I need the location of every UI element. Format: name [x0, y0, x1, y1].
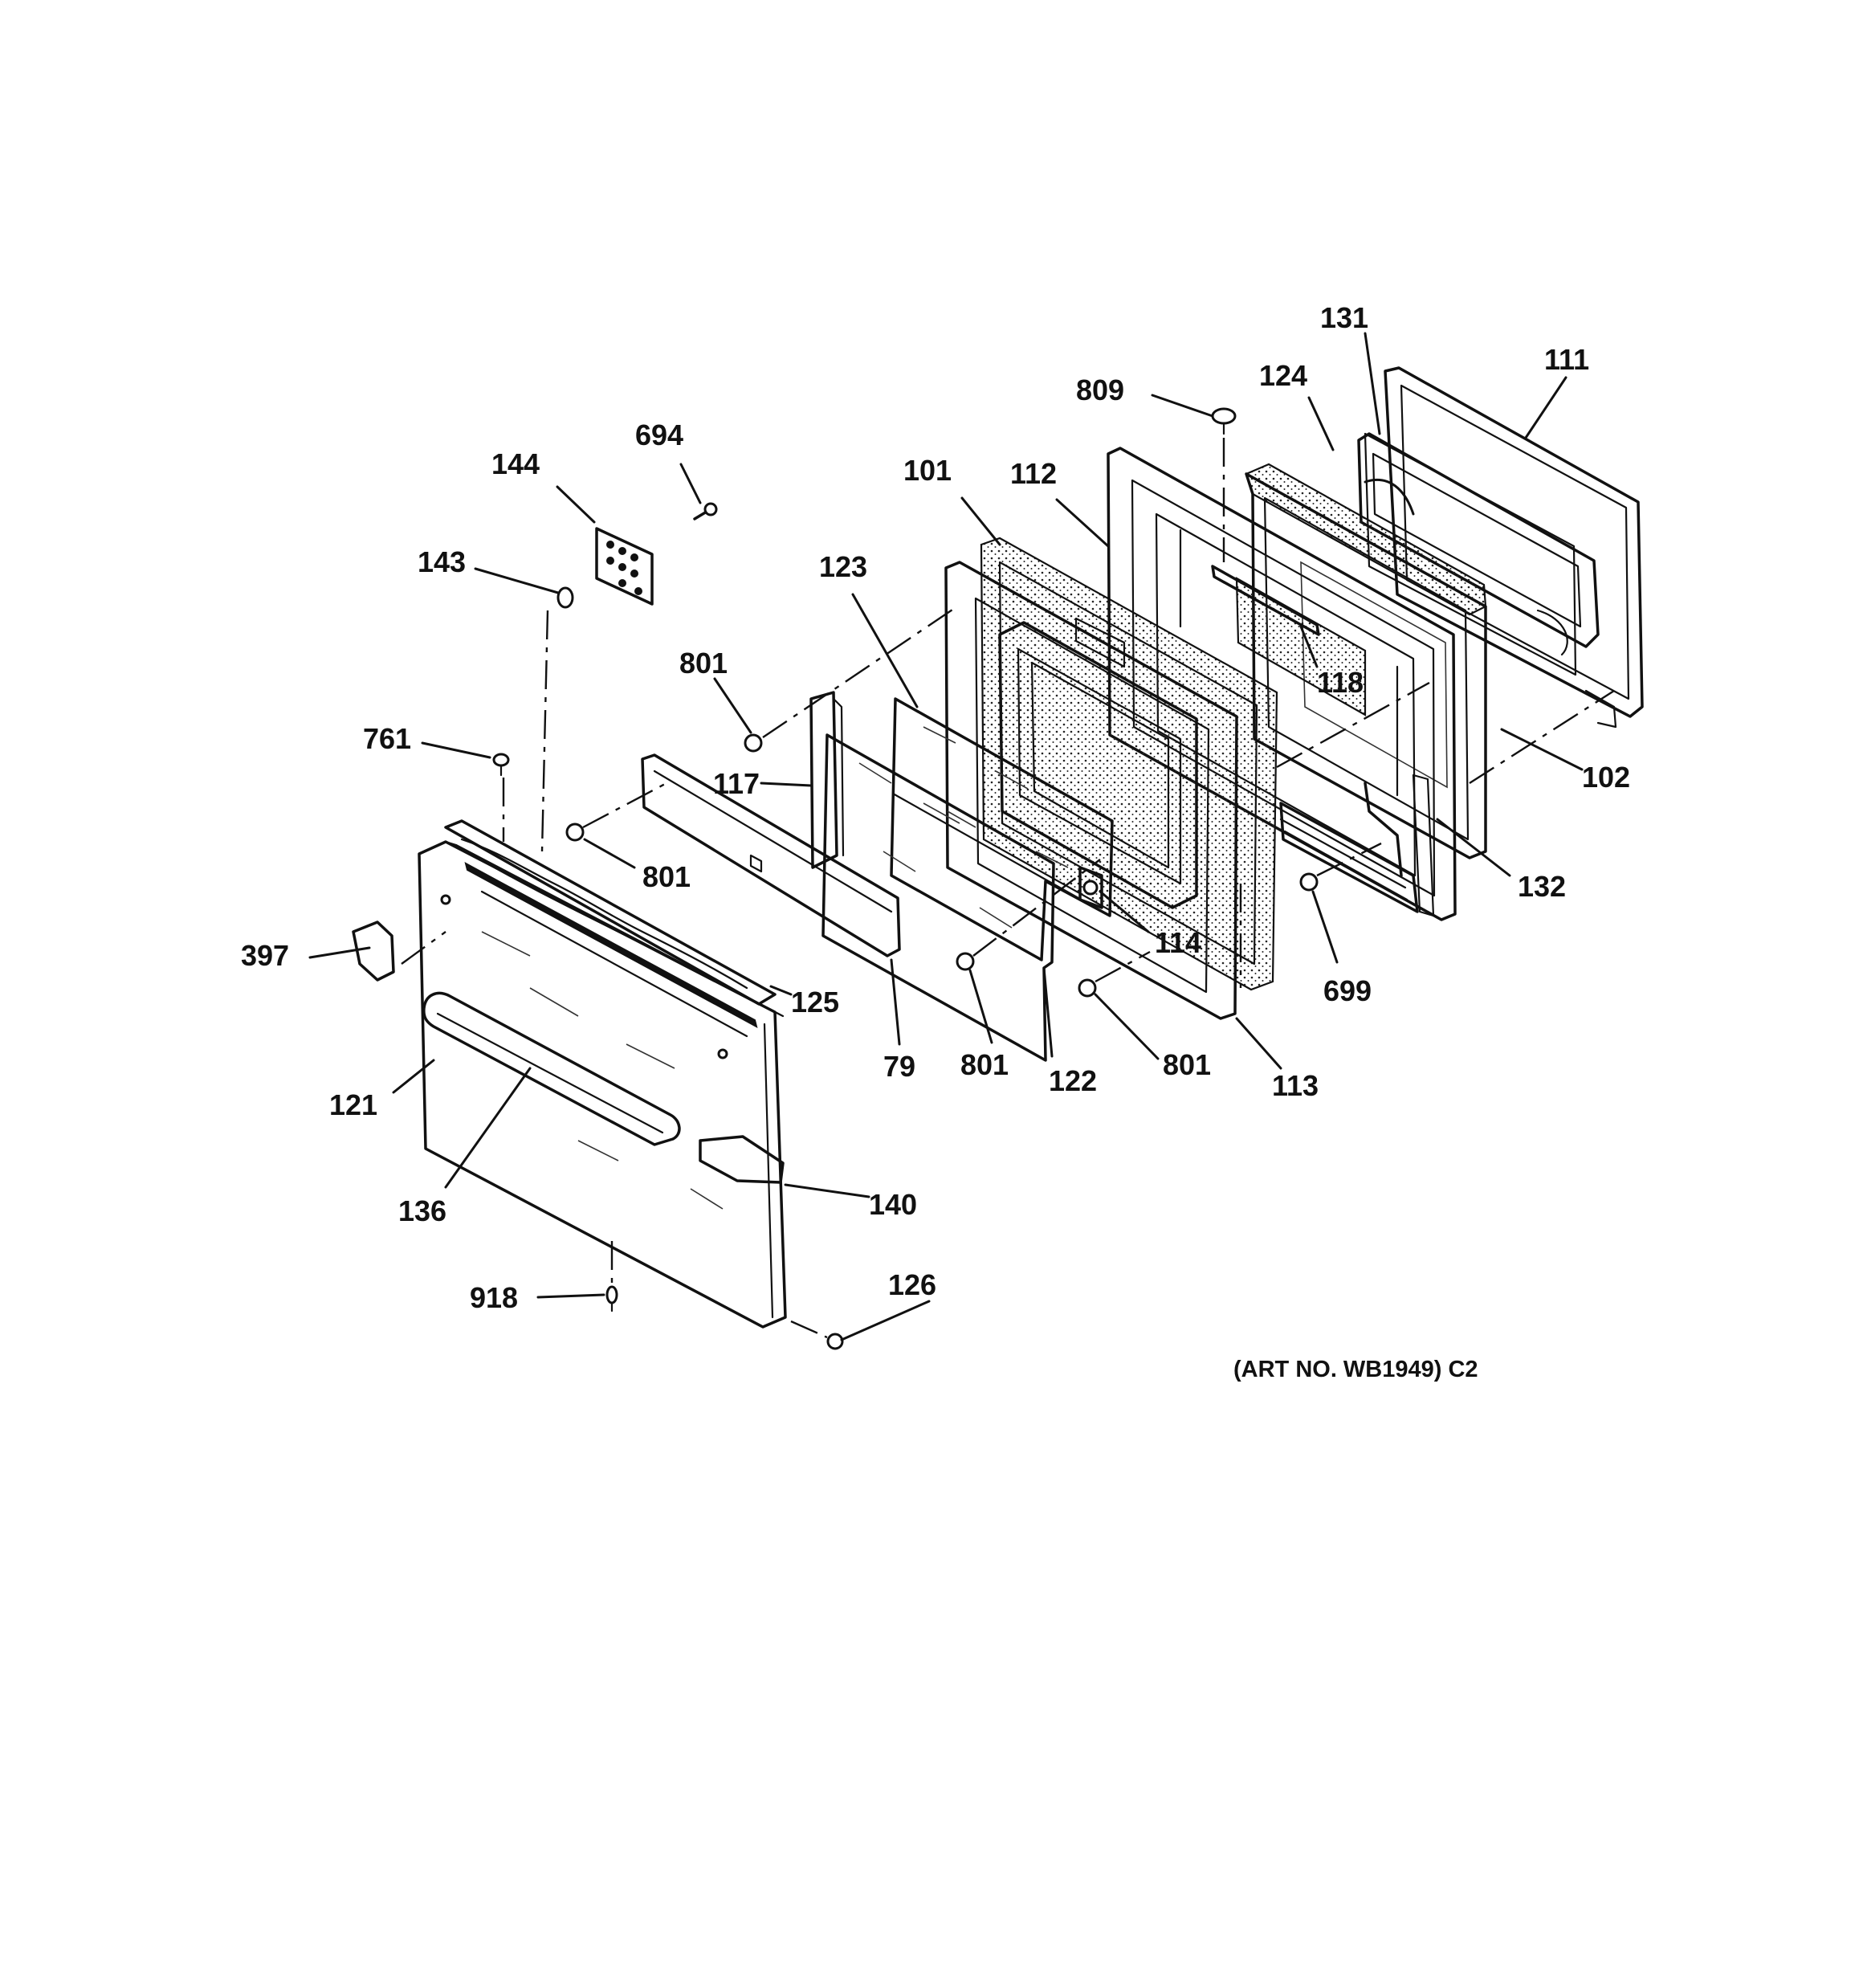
callout-123: 123 [819, 550, 867, 583]
part-144-hinge-plate [595, 527, 654, 606]
screw-801-a [744, 733, 763, 753]
callout-397: 397 [241, 939, 289, 972]
callout-121: 121 [329, 1088, 377, 1121]
part-121-outer-door [418, 840, 787, 1329]
callout-125: 125 [791, 986, 839, 1018]
part-113-door-frame [944, 561, 1238, 1020]
callout-761: 761 [363, 722, 411, 755]
art-number: (ART NO. WB1949) C2 [1233, 1357, 1478, 1382]
part-101-insulation [980, 537, 1278, 991]
callout-809: 809 [1076, 374, 1124, 406]
part-123-glass [890, 697, 1114, 961]
fasteners [492, 407, 1319, 1350]
callout-132: 132 [1518, 870, 1566, 903]
callout-124: 124 [1259, 359, 1307, 392]
callout-694: 694 [635, 418, 683, 451]
part-125-vent-trim [444, 819, 777, 1006]
callout-118: 118 [1317, 666, 1364, 699]
callout-918: 918 [470, 1281, 518, 1314]
callout-117: 117 [713, 767, 760, 800]
screw-761 [492, 753, 510, 777]
callout-699: 699 [1323, 974, 1372, 1007]
callout-801c: 801 [960, 1048, 1009, 1081]
callout-801d: 801 [1163, 1048, 1211, 1081]
callout-143: 143 [418, 545, 466, 578]
screw-699 [1299, 872, 1319, 892]
callout-801a: 801 [679, 647, 728, 680]
callout-113: 113 [1272, 1069, 1319, 1102]
part-79-baffle [641, 753, 901, 957]
callout-114: 114 [1155, 926, 1201, 959]
callout-101: 101 [903, 454, 952, 487]
washer-143 [556, 586, 574, 609]
part-136-handle [422, 991, 681, 1146]
callout-144: 144 [491, 447, 540, 480]
callout-79: 79 [883, 1050, 915, 1083]
callout-801b: 801 [642, 860, 691, 893]
part-140-end-cap [699, 1135, 785, 1184]
callout-140: 140 [869, 1188, 917, 1221]
leader-lines [308, 332, 1584, 1341]
part-132-hinge-channel [1279, 774, 1435, 917]
callout-labels: 131 111 124 809 694 144 101 112 143 123 … [241, 301, 1630, 1382]
screw-801-d [1078, 978, 1097, 998]
assembly-lines [401, 438, 1615, 1339]
screw-801-b [565, 823, 585, 842]
screw-918 [605, 1285, 618, 1312]
callout-122: 122 [1049, 1064, 1097, 1097]
part-397-end-cap [352, 921, 395, 982]
callout-112: 112 [1010, 457, 1057, 490]
callout-126: 126 [888, 1268, 936, 1301]
part-118-bracket [1211, 565, 1320, 636]
screw-694 [693, 502, 718, 520]
screw-801-c [956, 952, 975, 971]
screw-809 [1211, 407, 1237, 435]
callout-102: 102 [1582, 761, 1630, 794]
callout-131: 131 [1320, 301, 1368, 334]
callout-111: 111 [1544, 343, 1589, 376]
bumper-126 [826, 1333, 844, 1350]
part-114-clip [1078, 866, 1103, 909]
callout-136: 136 [398, 1194, 446, 1227]
